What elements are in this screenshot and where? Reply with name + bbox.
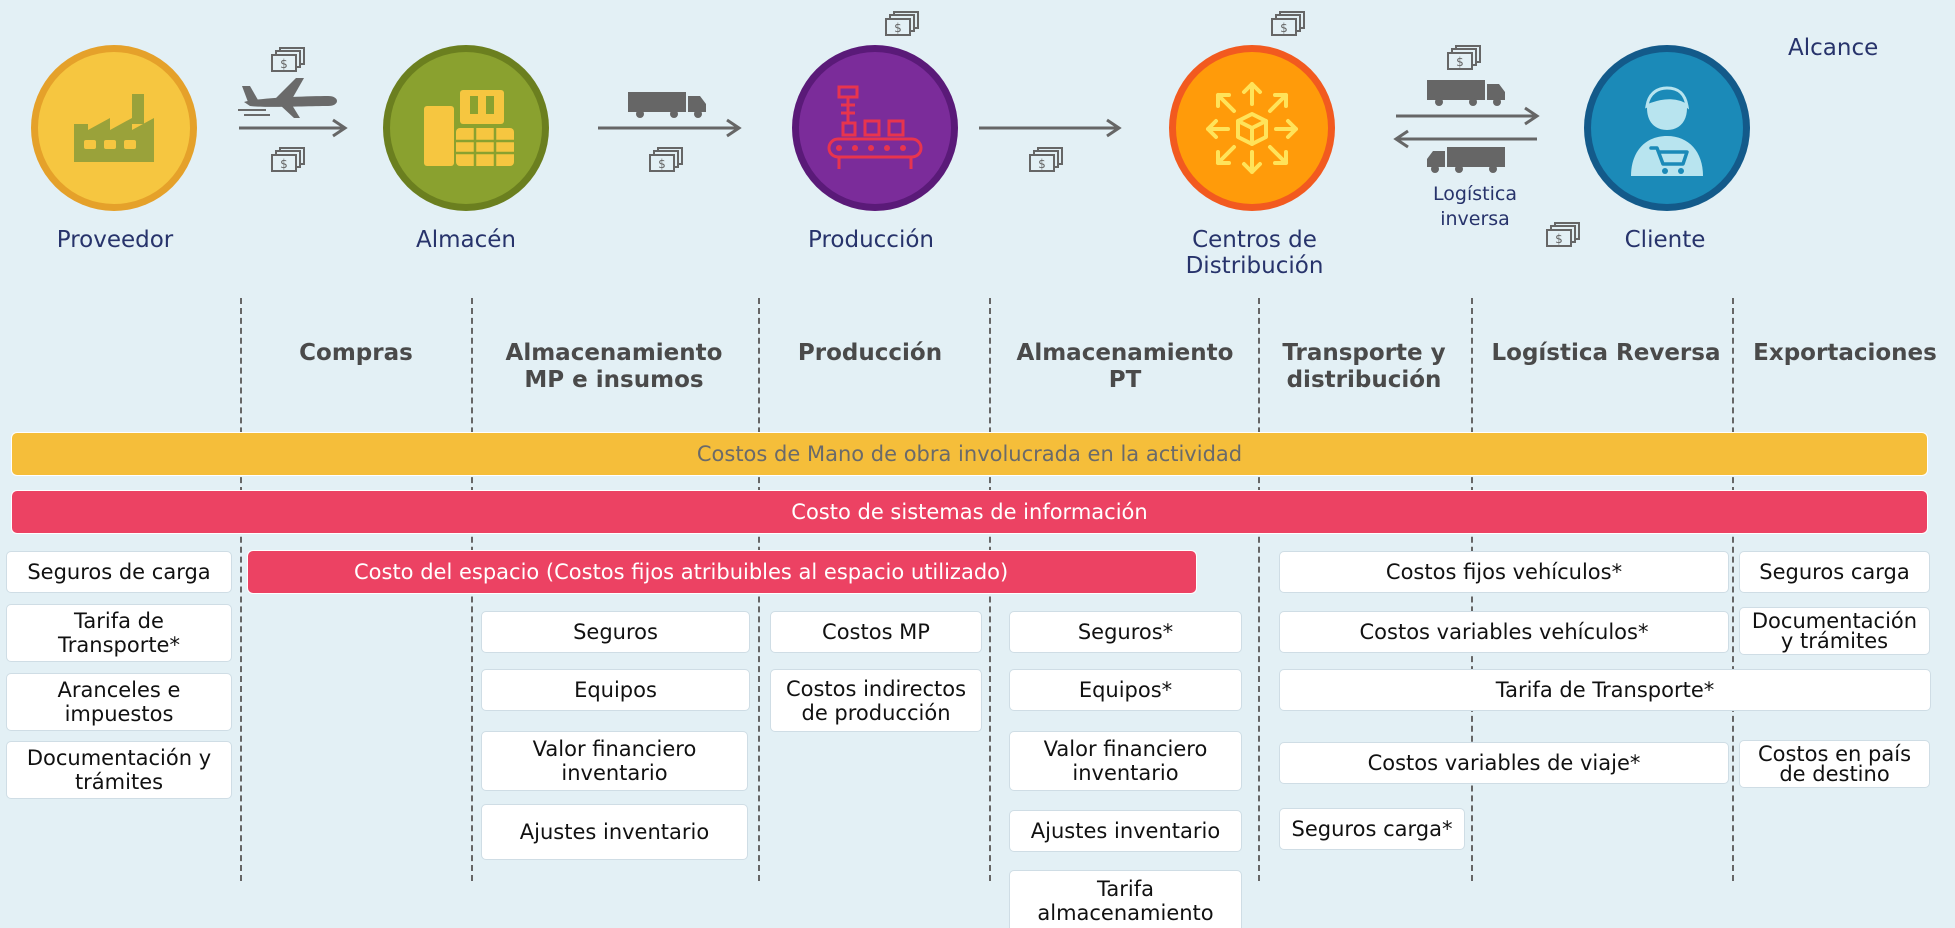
column-header-transporte: Transporte y distribución	[1282, 340, 1446, 393]
cost-box: Valor financiero inventario	[481, 731, 748, 791]
cost-box: Seguros de carga	[6, 551, 232, 593]
cost-box: Seguros	[481, 611, 750, 653]
svg-text:$: $	[894, 21, 902, 35]
svg-text:$: $	[1456, 55, 1464, 69]
column-divider	[240, 298, 242, 881]
svg-text:$: $	[1555, 232, 1563, 246]
column-header-compras: Compras	[299, 340, 413, 366]
scope-label: Alcance	[1788, 35, 1879, 61]
cost-box: Seguros carga	[1739, 551, 1930, 593]
cost-box: Ajustes inventario	[481, 804, 748, 860]
money-bills-icon: $	[271, 47, 305, 72]
money-bills-icon: $	[649, 147, 683, 172]
money-bills-icon: $	[271, 147, 305, 172]
node-label-almacen: Almacén	[416, 227, 516, 253]
cost-box: Costos fijos vehículos*	[1279, 551, 1729, 593]
conveyor-icon	[827, 85, 923, 169]
money-bills-icon: $	[1447, 45, 1481, 70]
money-bills-icon: $	[1029, 147, 1063, 172]
svg-text:$: $	[1038, 157, 1046, 171]
flow-arrows	[239, 106, 1540, 149]
node-label-produccion: Producción	[808, 227, 934, 253]
node-centros-distribucion	[1169, 45, 1335, 211]
cost-box: Tarifa almacenamiento	[1009, 870, 1242, 928]
node-produccion	[792, 45, 958, 211]
inverse-logistics-label: Logística inversa	[1433, 183, 1517, 230]
truck-icon	[1427, 80, 1505, 106]
node-label-cliente: Cliente	[1624, 227, 1706, 253]
cost-box: Costos variables vehículos*	[1279, 611, 1729, 653]
warehouse-icon	[424, 90, 514, 166]
column-header-produccion: Producción	[797, 340, 943, 366]
customer-cart-icon	[1631, 86, 1703, 176]
money-bills-icon: $	[1546, 222, 1580, 247]
cost-box: Costos MP	[770, 611, 982, 653]
cost-box: Tarifa de Transporte*	[6, 604, 232, 662]
cost-box: Aranceles e impuestos	[6, 673, 232, 731]
cost-box: Ajustes inventario	[1009, 810, 1242, 852]
node-proveedor	[31, 45, 197, 211]
distribution-box-icon	[1206, 82, 1298, 174]
information-systems-cost-bar: Costo de sistemas de información	[11, 490, 1928, 534]
node-label-centros-distribucion: Centros de Distribución	[1185, 227, 1324, 279]
cost-box: Costos indirectos de producción	[770, 669, 982, 732]
cost-box: Documentación y trámites	[1739, 607, 1930, 655]
cost-box: Tarifa de Transporte*	[1279, 669, 1931, 711]
money-bills-icon: $	[885, 11, 919, 36]
truck-icon	[628, 92, 706, 118]
svg-text:$: $	[658, 157, 666, 171]
svg-text:$: $	[280, 157, 288, 171]
cost-box: Costos en país de destino	[1739, 740, 1930, 788]
node-almacen	[383, 45, 549, 211]
cost-box: Seguros*	[1009, 611, 1242, 653]
column-header-almacenamiento-pt: Almacenamiento PT	[1016, 340, 1234, 393]
column-header-exportaciones: Exportaciones	[1753, 340, 1937, 366]
space-cost-bar: Costo del espacio (Costos fijos atribuib…	[247, 550, 1197, 594]
column-header-logistica-reversa: Logística Reversa	[1491, 340, 1721, 366]
airplane-icon	[238, 78, 337, 118]
truck-icon	[1427, 147, 1505, 173]
column-divider	[1258, 298, 1260, 881]
node-label-proveedor: Proveedor	[56, 227, 174, 253]
cost-box: Equipos	[481, 669, 750, 711]
labor-cost-bar: Costos de Mano de obra involucrada en la…	[11, 432, 1928, 476]
cost-box: Equipos*	[1009, 669, 1242, 711]
column-header-almacenamiento-mp: Almacenamiento MP e insumos	[505, 340, 723, 393]
cost-box: Seguros carga*	[1279, 808, 1465, 850]
cost-box: Documentación y trámites	[6, 741, 232, 799]
cost-box: Valor financiero inventario	[1009, 731, 1242, 791]
money-bills-icon: $	[1271, 11, 1305, 36]
column-divider	[1732, 298, 1734, 881]
factory-icon	[74, 94, 154, 162]
svg-text:$: $	[280, 57, 288, 71]
cost-box: Costos variables de viaje*	[1279, 742, 1729, 784]
node-cliente	[1584, 45, 1750, 211]
svg-text:$: $	[1280, 21, 1288, 35]
